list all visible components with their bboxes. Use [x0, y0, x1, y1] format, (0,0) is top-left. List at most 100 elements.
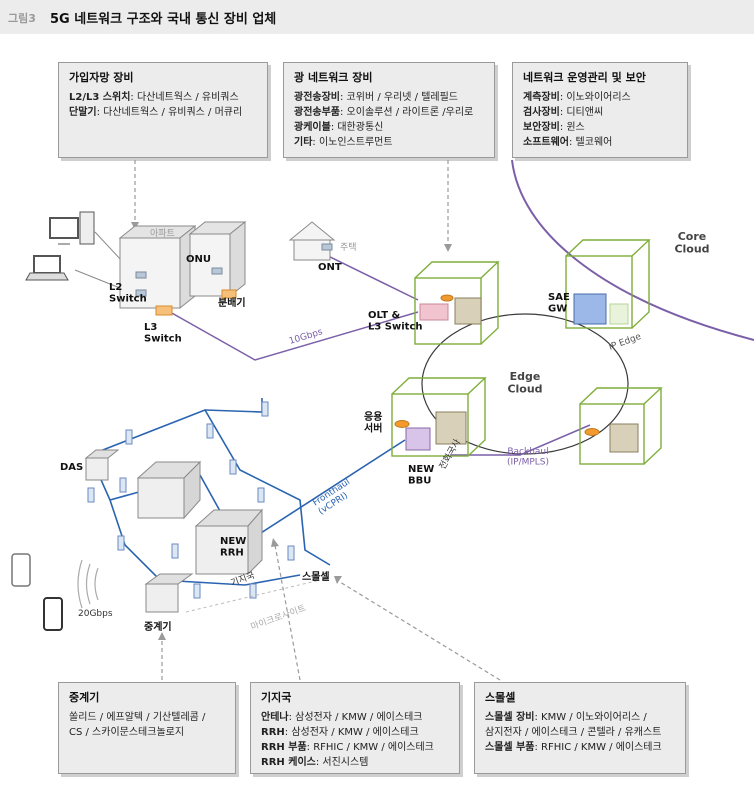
label-app-server-line: 서버 [364, 422, 382, 435]
label-olt-line: L3 Switch [368, 322, 423, 333]
label-new-rrh-line: RRH [220, 548, 244, 559]
label-repeater: 중계기 [144, 620, 172, 633]
box-line: 광전송장비: 코위버 / 우리넷 / 텔레필드 [294, 92, 459, 103]
label-fronthaul: Fronthaul(vCPRI) [311, 477, 357, 517]
box-line: 광전송부품: 오이솔루션 / 라이트론 /우리로 [294, 107, 474, 118]
label-backhaul-line: Backhaul [507, 447, 548, 457]
figure-title: 5G 네트워크 구조와 국내 통신 장비 업체 [50, 12, 277, 27]
box-line: 기타: 이노인스트루먼트 [294, 137, 393, 148]
smartphone-icon-1 [11, 553, 31, 587]
box-line: 단말기: 다산네트웍스 / 유비쿼스 / 머큐리 [69, 107, 243, 118]
l3-switch-device [155, 305, 173, 316]
label-ip-edge: IP Edge [608, 332, 643, 353]
box-title: 중계기 [69, 691, 100, 704]
label-house: 주택 [340, 242, 357, 253]
label-core-cloud-line: Core [678, 230, 707, 243]
fronthaul-main [249, 439, 406, 541]
das-box [84, 449, 120, 481]
label-backhaul-line: (IP/MPLS) [507, 457, 549, 467]
box-title: 스몰셀 [485, 691, 516, 704]
label-ont: ONT [318, 262, 342, 273]
label-new-rrh-line: NEW [220, 536, 246, 547]
label-microwave: 마이크로사이트 [249, 603, 307, 633]
box-line: 스몰셀 부품: RFHIC / KMW / 에이스테크 [485, 742, 662, 753]
box-line: 소프트웨어: 텔코웨어 [523, 137, 613, 148]
sae-cube [565, 239, 651, 329]
label-l2-switch-line: Switch [109, 294, 147, 305]
splitter-device [221, 289, 237, 299]
label-20gbps: 20Gbps [78, 609, 113, 619]
box-title: 네트워크 운영관리 및 보안 [523, 71, 646, 84]
box-line: 안테나: 삼성전자 / KMW / 에이스테크 [261, 712, 423, 723]
figure-label: 그림3 [8, 12, 36, 25]
header-bar: 그림3 5G 네트워크 구조와 국내 통신 장비 업체 [0, 0, 754, 34]
label-new-bbu-line: BBU [408, 476, 431, 487]
laptop-icon [25, 255, 69, 281]
box-title: 가입자망 장비 [69, 71, 134, 84]
box-line: 검사장비: 디티앤씨 [523, 107, 604, 118]
label-new-bbu-line: NEW [408, 464, 434, 475]
antenna-nodes [87, 401, 295, 599]
label-das: DAS [60, 462, 83, 473]
desktop-icon [49, 211, 95, 245]
label-olt: OLT &L3 Switch [368, 310, 423, 333]
label-olt-line: OLT & [368, 310, 401, 321]
fiber-l3-olt [169, 311, 419, 361]
label-l3-switch-line: Switch [144, 334, 182, 345]
sae-gw-device [573, 293, 607, 325]
base-station-2 [194, 508, 264, 576]
box-line: 계측장비: 이노와이어리스 [523, 92, 631, 103]
box-line: 보안장비: 윈스 [523, 122, 585, 133]
label-backhaul: Backhaul(IP/MPLS) [507, 447, 549, 467]
repeater-box [144, 573, 194, 613]
label-app-server-line: 응용 [364, 411, 382, 423]
fiber-ont-olt [319, 251, 419, 301]
label-sae-gw-line: SAE [548, 292, 570, 303]
label-l3-switch-line: L3 [144, 322, 157, 333]
core-cloud-arc [511, 159, 754, 341]
label-edge-cloud-line: Cloud [507, 383, 542, 396]
backhaul-line [450, 424, 591, 456]
box-line: RRH: 삼성전자 / KMW / 에이스테크 [261, 727, 419, 738]
label-sae-gw-line: GW [548, 304, 567, 315]
base-station-1 [136, 460, 202, 520]
label-core-cloud-line: Cloud [674, 243, 709, 256]
box-line: L2/L3 스위치: 다산네트웍스 / 유비쿼스 [69, 92, 239, 103]
label-edge-cloud-line: Edge [510, 370, 541, 383]
microwave-link [185, 579, 321, 613]
box-line: RRH 부품: RFHIC / KMW / 에이스테크 [261, 742, 434, 753]
onu-building [188, 220, 247, 298]
arrow-basestation [274, 544, 301, 681]
smartphone-icon-2 [43, 597, 63, 631]
signal-waves [77, 559, 99, 609]
label-splitter: 분배기 [218, 296, 246, 309]
label-10gbps: 10Gbps [288, 327, 324, 347]
house-icon [288, 221, 336, 261]
box-line: 광케이블: 대한광통신 [294, 122, 384, 133]
arrow-smallcell [339, 581, 501, 681]
edge-cloud-ring [421, 313, 629, 455]
box-title: 광 네트워크 장비 [294, 71, 373, 84]
label-onu: ONU [186, 254, 211, 265]
label-apartment: 아파트 [150, 228, 175, 239]
box-line: 스몰셀 장비: KMW / 이노와이어리스 / [485, 712, 647, 723]
label-l2-switch-line: L2 [109, 282, 122, 293]
box-line: 쏠리드 / 에프알텍 / 기산텔레콤 / [69, 712, 206, 723]
edge-cube [579, 387, 663, 465]
app-server-cube [391, 377, 487, 457]
